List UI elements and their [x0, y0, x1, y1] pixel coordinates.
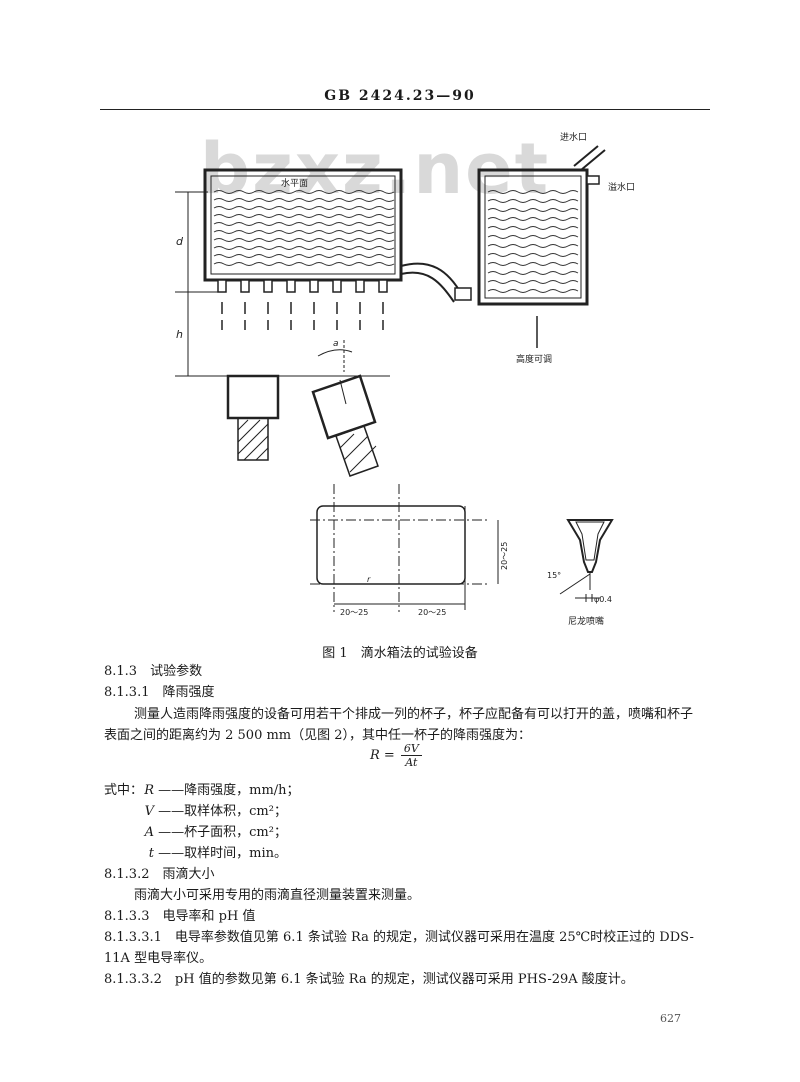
section-number: 8.1.3.3 [104, 909, 150, 924]
definition-t: t ——取样时间，min。 [128, 845, 287, 863]
paragraph-line: 表面之间的距离约为 2 500 mm（见图 2），其中任一杯子的降雨强度为： [104, 728, 532, 743]
section-8-1-3-1: 8.1.3.1 降雨强度 [104, 684, 215, 702]
formula-denominator: At [405, 756, 418, 769]
dimension-20-25-a: 20～25 [340, 608, 368, 617]
water-level-label: 水平面 [281, 177, 308, 189]
formula-lhs: R = [370, 748, 395, 763]
specimen-tilted [311, 340, 379, 477]
rain-intensity-formula: R = 6V At [370, 742, 422, 769]
paragraph-line: 雨滴大小可采用专用的雨滴直径测量装置来测量。 [134, 888, 421, 903]
section-8-1-3-3-1: 8.1.3.3.1 电导率参数值见第 6.1 条试验 Ra 的规定，测试仪器可采… [104, 929, 694, 947]
specimen-upright [226, 374, 280, 461]
water-drops [221, 302, 384, 330]
nozzle-label: 尼龙喷嘴 [568, 615, 604, 627]
standard-code-header: GB 2424.23—90 [324, 88, 476, 104]
figure-drip-box-apparatus: d h 水平面 进水口 溢水口 高度可调 [175, 131, 635, 627]
formula-fraction: 6V At [400, 742, 422, 769]
section-8-1-3-3: 8.1.3.3 电导率和 pH 值 [104, 908, 255, 926]
definition-a: A ——杯子面积，cm²； [128, 824, 287, 842]
definition-symbol: V [144, 804, 154, 819]
section-title: 电导率和 pH 值 [162, 909, 256, 924]
figure-caption: 图 1 滴水箱法的试验设备 [322, 646, 478, 661]
reservoir-tank [477, 168, 600, 306]
section-8-1-3-3-2: 8.1.3.3.2 pH 值的参数见第 6.1 条试验 Ra 的规定，测试仪器可… [104, 971, 634, 989]
main-tank-water-waves [213, 190, 395, 266]
section-title: 试验参数 [150, 664, 203, 679]
dimension-d-label: d [176, 235, 184, 248]
dimension-h-label: h [176, 328, 183, 341]
definition-symbol: t [148, 846, 154, 861]
definition-text: ——降雨强度，mm/h； [158, 783, 300, 798]
phi-label: φ0.4 [594, 595, 612, 604]
definition-symbol: R [144, 783, 154, 798]
nylon-nozzle-drawing [559, 519, 614, 602]
section-8-1-3: 8.1.3 试验参数 [104, 663, 202, 681]
definition-text: ——取样时间，min。 [158, 846, 287, 861]
section-title: 雨滴大小 [162, 867, 215, 882]
header-rule [100, 109, 710, 110]
overflow-label: 溢水口 [608, 181, 635, 193]
definition-text: ——杯子面积，cm²； [158, 825, 287, 840]
section-title: 降雨强度 [162, 685, 215, 700]
angle-15-label: 15° [547, 571, 561, 580]
dimension-20-25-c: 20～25 [500, 542, 509, 570]
paragraph-line: 测量人造雨降雨强度的设备可用若干个排成一列的杯子，杯子应配备有可以打开的盖，喷嘴… [134, 707, 694, 722]
paragraph-line: pH 值的参数见第 6.1 条试验 Ra 的规定，测试仪器可采用 PHS-29A… [174, 972, 634, 987]
section-number: 8.1.3.1 [104, 685, 150, 700]
connecting-hose [400, 262, 472, 303]
definition-r: R ——降雨强度，mm/h； [128, 782, 300, 800]
paragraph-line: 电导率参数值见第 6.1 条试验 Ra 的规定，测试仪器可采用在温度 25℃时校… [174, 930, 694, 945]
radius-mark: r [367, 575, 371, 584]
section-number: 8.1.3 [104, 664, 138, 679]
section-number: 8.1.3.3.2 [104, 972, 162, 987]
page-number: 627 [660, 1012, 681, 1025]
section-8-1-3-2: 8.1.3.2 雨滴大小 [104, 866, 215, 884]
reservoir-water-waves [487, 190, 579, 293]
plan-view-drawing [310, 484, 499, 612]
drip-nozzles [217, 279, 388, 293]
main-water-tank [203, 168, 403, 282]
dimension-20-25-b: 20～25 [418, 608, 446, 617]
inlet-pipe [573, 145, 606, 171]
paragraph-line: 11A 型电导率仪。 [104, 951, 213, 966]
height-adjustable-label: 高度可调 [516, 353, 552, 365]
definition-text: ——取样体积，cm²； [158, 804, 287, 819]
definition-symbol: A [144, 825, 154, 840]
definition-v: V ——取样体积，cm²； [128, 803, 287, 821]
angle-a-label: a [333, 339, 339, 349]
inlet-label: 进水口 [560, 131, 587, 143]
dimension-lines [175, 191, 390, 377]
formula-numerator: 6V [400, 742, 422, 756]
section-number: 8.1.3.3.1 [104, 930, 162, 945]
definitions-intro: 式中： [104, 783, 144, 798]
section-number: 8.1.3.2 [104, 867, 150, 882]
